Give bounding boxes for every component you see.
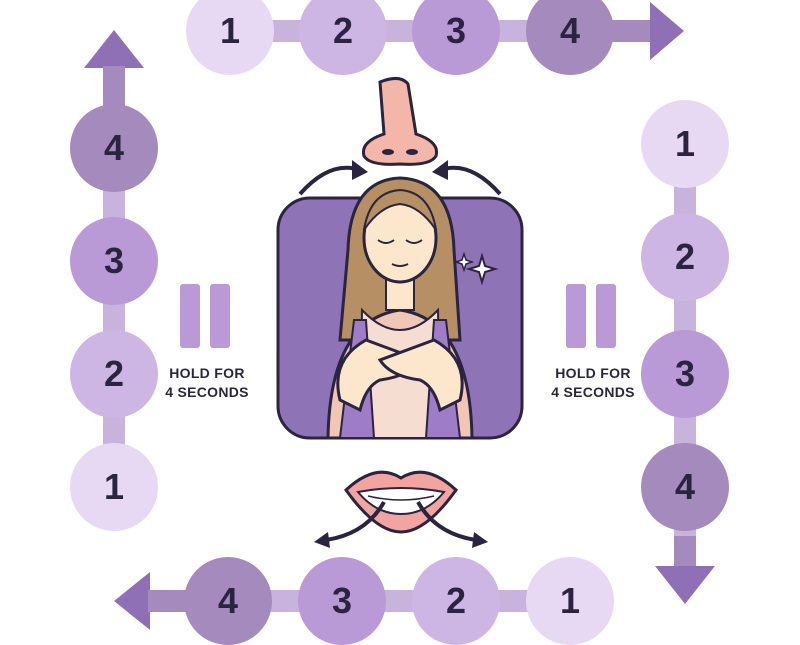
box-breathing-diagram: 1 2 3 4 4 3 2 1 1 2 3 4 4 3 2 1 HOLD FOR… xyxy=(70,0,729,645)
nose-icon xyxy=(298,77,502,196)
bottom-step-circle: 3 xyxy=(298,557,386,645)
left-step-circle: 1 xyxy=(70,443,158,531)
right-step-circle: 2 xyxy=(641,213,729,301)
sparkle-icon xyxy=(465,252,499,286)
right-step-circle: 3 xyxy=(641,330,729,418)
hold-label-line2: 4 SECONDS xyxy=(551,384,635,400)
top-step-circle: 4 xyxy=(526,0,614,75)
left-step-circle: 2 xyxy=(70,330,158,418)
left-step-circle: 4 xyxy=(70,104,158,192)
left-step-circle: 3 xyxy=(70,217,158,305)
up-arrow-icon xyxy=(84,30,144,108)
right-step-circle: 4 xyxy=(641,443,729,531)
hold-label-right: HOLD FOR 4 SECONDS xyxy=(528,364,658,402)
mouth-icon xyxy=(314,470,488,548)
hold-label-line1: HOLD FOR xyxy=(555,365,631,381)
right-step-circle: 1 xyxy=(641,100,729,188)
bottom-step-circle: 1 xyxy=(526,557,614,645)
bottom-step-circle: 4 xyxy=(184,557,272,645)
down-arrow-icon xyxy=(655,536,715,604)
hold-label-line2: 4 SECONDS xyxy=(165,384,249,400)
bottom-step-circle: 2 xyxy=(412,557,500,645)
top-step-circle: 1 xyxy=(186,0,274,75)
top-step-circle: 3 xyxy=(412,0,500,75)
top-step-circle: 2 xyxy=(299,0,387,75)
woman-illustration xyxy=(276,176,524,440)
hold-label-left: HOLD FOR 4 SECONDS xyxy=(142,364,272,402)
hold-label-line1: HOLD FOR xyxy=(169,365,245,381)
